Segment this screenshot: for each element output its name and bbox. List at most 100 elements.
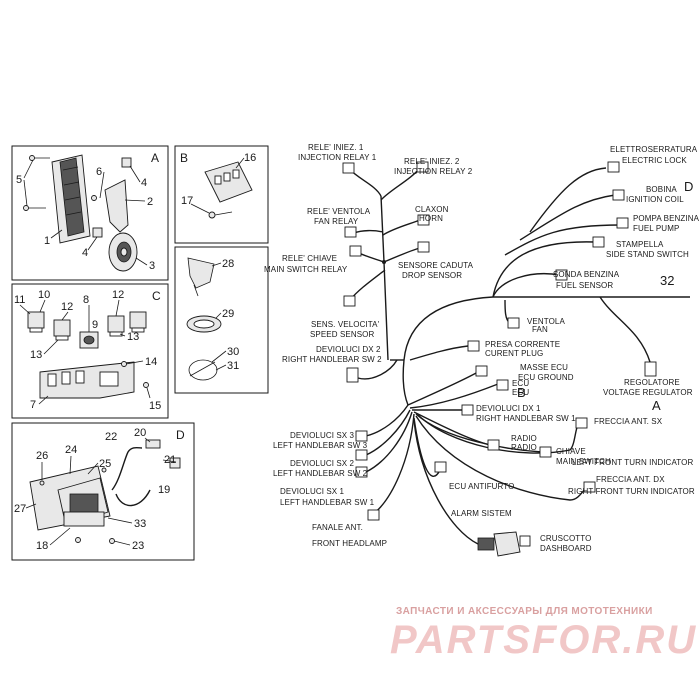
connector-voltage-regulator [644,361,657,377]
connector-ecu [496,379,509,391]
panel-d-frame [11,422,195,561]
callout-a-1: 1 [44,235,50,247]
connector-alarm-system [434,461,447,473]
connector-fan [507,317,520,329]
label-left-handlebar-3-en: LEFT HANDLEBAR SW 3 [273,441,368,450]
connector-right-handlebar-2 [346,367,359,383]
label-side-stand-en: SIDE STAND SWITCH [606,250,689,259]
label-ignition-coil-it: BOBINA [646,185,677,194]
relays-drawing [27,311,147,349]
callout-c-13-left: 13 [30,349,42,361]
panel-a: A 5 6 4 2 1 4 3 [11,145,169,281]
label-drop-sensor-it: SENSORE CADUTA [398,261,474,270]
label-voltage-regulator-en: VOLTAGE REGULATOR [603,388,693,397]
label-speed-sensor-en: SPEED SENSOR [310,330,374,339]
label-left-front-turn-it: FRECCIA ANT. SX [594,417,663,426]
horn-drawing [108,232,138,272]
callout-b-17: 17 [181,195,193,207]
label-radio-en: RADIO [511,443,537,452]
ref-d: D [684,179,693,194]
callout-d-25: 25 [99,458,111,470]
connector-electric-lock [607,161,620,173]
clamp-29-drawing [186,315,222,333]
label-main-switch-relay-it: RELE' CHIAVE [282,254,337,263]
callout-c-13-right: 13 [127,331,139,343]
screws-drawing [23,155,50,211]
connector-ignition-coil [612,189,625,201]
label-front-headlamp-it: FANALE ANT. [312,523,363,532]
label-main-switch-relay-en: MAIN SWITCH RELAY [264,265,348,274]
label-ecu-en: ECU [512,388,529,397]
callout-d-27: 27 [14,503,26,515]
callout-c-12-left: 12 [61,301,73,313]
label-left-front-turn-en: LEFT FRONT TURN INDICATOR [572,458,693,467]
label-injection-relay-2-en: INJECTION RELAY 2 [394,167,473,176]
connector-side-stand [592,236,605,248]
label-right-handlebar-2-it: DEVIOLUCI DX 2 [316,345,381,354]
callout-d-20: 20 [134,427,146,439]
panel-a-frame [11,145,169,281]
panel-d: D 22 20 26 24 25 27 21 19 33 18 23 [11,422,195,561]
label-horn-it: CLAXON [415,205,449,214]
connector-ecu-ground [475,365,488,377]
label-left-handlebar-2-en: LEFT HANDLEBAR SW 2 [273,469,368,478]
callout-a-4-top: 4 [141,177,147,189]
ref-a: A [652,398,661,413]
callout-a-3: 3 [149,260,155,272]
callout-a-2: 2 [147,196,153,208]
connector-drop-sensor [417,241,430,253]
panel-c-frame [11,283,169,419]
label-right-front-turn-en: RIGHT FRONT TURN INDICATOR [568,487,695,496]
label-left-handlebar-1-it: DEVIOLUCI SX 1 [280,487,345,496]
relay-bracket-drawing [39,361,149,399]
label-fuel-sensor-en: FUEL SENSOR [556,281,613,290]
connector-injection-relay-2 [416,161,429,173]
panel-d-label: D [176,428,185,442]
connector-fan-relay [344,226,357,238]
callout-d-26: 26 [36,450,48,462]
label-curent-plug-en: CURENT PLUG [485,349,543,358]
callout-b2-30: 30 [227,346,239,358]
callout-d-23: 23 [132,540,144,552]
label-injection-relay-2-it: RELE' INIEZ. 2 [404,157,460,166]
label-dashboard-en: DASHBOARD [540,544,592,553]
relay-block-drawing [204,161,253,203]
ref-32: 32 [660,273,674,288]
connector-injection-relay-1 [342,162,355,174]
callout-c-11: 11 [14,294,25,306]
watermark-tagline: ЗАПЧАСТИ И АКСЕССУАРЫ ДЛЯ МОТОТЕХНИКИ [396,606,653,617]
connector-front-headlamp [367,509,380,521]
label-left-handlebar-1-en: LEFT HANDLEBAR SW 1 [280,498,375,507]
label-voltage-regulator-it: REGOLATORE [624,378,680,387]
label-ecu-it: ECU [512,379,529,388]
label-fan-en: FAN [532,325,548,334]
label-fuel-pump-en: FUEL PUMP [633,224,679,233]
label-side-stand-it: STAMPELLA [616,240,664,249]
label-right-handlebar-1-it: DEVIOLUCI DX 1 [476,404,541,413]
label-injection-relay-1-it: RELE' INIEZ. 1 [308,143,364,152]
callout-c-8: 8 [83,294,89,306]
tie-30-31-drawing [188,359,218,381]
label-dashboard-it: CRUSCOTTO [540,534,591,543]
label-speed-sensor-it: SENS. VELOCITA' [311,320,380,329]
connector-speed-sensor [343,295,356,307]
callout-c-10: 10 [38,289,50,301]
label-ecu-ground-en: ECU GROUND [518,373,574,382]
label-right-handlebar-2-en: RIGHT HANDLEBAR SW 2 [282,355,382,364]
callout-d-19: 19 [158,484,170,496]
connector-curent-plug [467,340,480,352]
label-electric-lock-en: ELECTRIC LOCK [622,156,687,165]
ignition-coil-drawing [29,465,115,544]
label-alarm-system-it: ECU ANTIFURTO [449,482,514,491]
callout-d-21: 21 [164,454,176,466]
label-electric-lock-it: ELETTROSERRATURA [610,145,698,154]
label-injection-relay-1-en: INJECTION RELAY 1 [298,153,377,162]
watermark-logo: PARTSFOR.RU [390,618,698,662]
connector-right-handlebar-1 [461,404,474,416]
label-alarm-system-en: ALARM SISTEM [451,509,512,518]
connector-fuel-pump [616,217,629,229]
callout-c-7: 7 [30,399,36,411]
label-front-headlamp-en: FRONT HEADLAMP [312,539,387,548]
panel-b-label: B [180,151,188,165]
